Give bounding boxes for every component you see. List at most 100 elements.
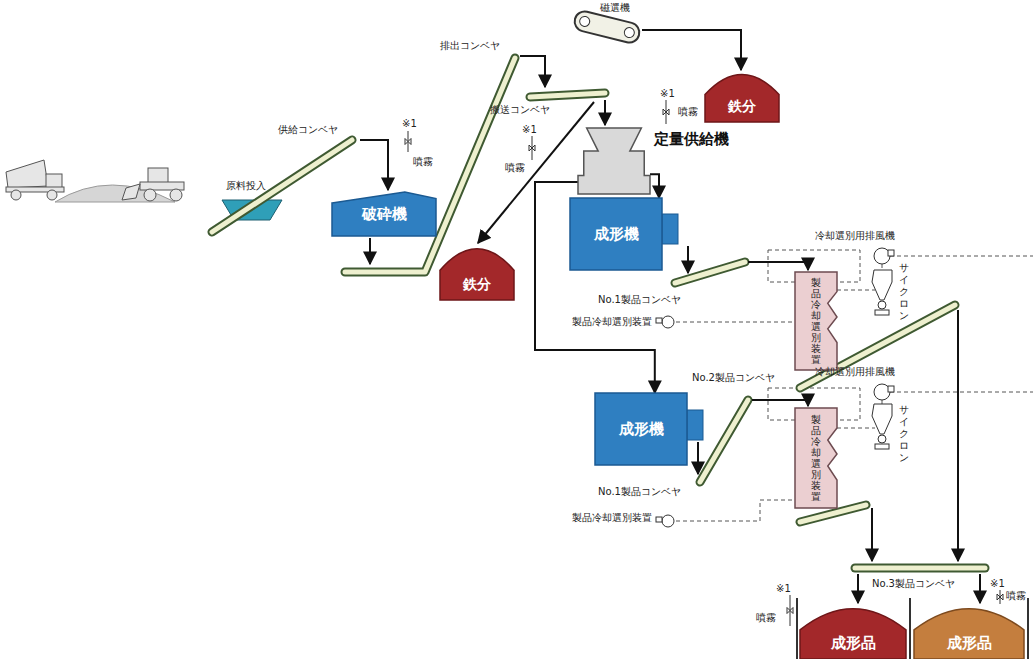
shape-fill (440, 249, 514, 300)
duct (676, 250, 1033, 521)
part-name: 製品冷却選別装置 (572, 316, 652, 328)
flow-arrow (697, 442, 699, 474)
spray-valve (787, 595, 793, 626)
flow-arrow (360, 140, 388, 190)
note: 噴霧 (678, 106, 698, 118)
part-name: 冷却選別用排風機 (815, 230, 895, 242)
belt-surface (675, 262, 745, 283)
cyclone (872, 270, 892, 449)
moulding-machine: 成形機 (570, 198, 662, 270)
conveyor-belt (212, 140, 352, 232)
callout-number: ※1 (990, 578, 1005, 590)
product-pile: 成形品 (800, 606, 906, 659)
callout-number: ※1 (522, 124, 537, 136)
shape-fill (914, 609, 1024, 659)
part-name: 磁選機 (600, 2, 630, 14)
flow-arrow (871, 508, 873, 561)
belt-surface (345, 58, 515, 272)
belt-edge (855, 564, 985, 573)
crusher-box: 破砕機 (332, 192, 436, 236)
valve-symbol (997, 594, 1003, 600)
note: 噴霧 (505, 162, 525, 174)
node-label: 成形品 (831, 634, 876, 653)
shape-fill (795, 272, 837, 370)
flow-arrow (748, 262, 808, 270)
node-heading: 定量供給機 (654, 130, 729, 149)
belt-edge (530, 93, 605, 97)
flow-arrow (957, 310, 959, 561)
moulding-machine: 成形機 (595, 393, 687, 465)
note: 噴霧 (413, 156, 433, 168)
shape-fill (705, 75, 779, 123)
wheel-loader (122, 168, 184, 201)
exhaust-fan (656, 248, 894, 527)
part-name: 排出コンベヤ (440, 40, 500, 52)
flow-arrow (979, 574, 981, 603)
node-label: 破砕機 (362, 205, 407, 224)
flow-arrow (687, 246, 689, 273)
flow-line (650, 174, 659, 198)
valve-symbol (787, 608, 793, 614)
node-label: 成形機 (619, 420, 664, 439)
cooler-column: 製品冷却選別装置 (795, 272, 837, 370)
shape-fill (795, 408, 837, 508)
bin-wall (797, 598, 1028, 659)
belt-edge (345, 58, 515, 272)
valve-symbol (405, 139, 411, 145)
shape-fill (578, 128, 650, 194)
cooler-column: 製品冷却選別装置 (795, 408, 837, 508)
belt-edge (675, 262, 745, 283)
callout-number: ※1 (402, 118, 417, 130)
node-label: 製品冷却選別装置 (811, 414, 821, 502)
callout-number: ※1 (660, 88, 675, 100)
flow-arrow (369, 238, 371, 264)
iron-pile: 鉄分 (705, 72, 779, 122)
node-label: 成形品 (947, 634, 992, 653)
note: 原料投入 (226, 180, 266, 192)
conveyor-belt (675, 262, 745, 283)
flow-arrow (857, 574, 859, 603)
part-name: 製品冷却選別装置 (572, 512, 652, 524)
conveyor-belt (855, 568, 985, 569)
belt-edge (700, 400, 748, 482)
spray-valve (529, 136, 535, 160)
flow-arrow (642, 30, 741, 70)
nozzle (662, 214, 678, 244)
part-name: サイクロン (899, 404, 909, 464)
iron-pile: 鉄分 (440, 246, 514, 300)
part-name: No.2製品コンベヤ (692, 372, 775, 384)
valve-symbol (663, 109, 669, 115)
node-label: 成形機 (594, 225, 639, 244)
note: 噴霧 (756, 612, 776, 624)
shape-fill (800, 609, 906, 659)
belt-surface (530, 93, 605, 97)
valve-symbol (529, 145, 535, 151)
conveyor-belt (345, 58, 515, 272)
spray-valve (997, 590, 1003, 604)
belt-surface (855, 566, 985, 571)
product-pile: 成形品 (914, 606, 1024, 659)
spray-valve (663, 100, 669, 124)
part-name: 搬送コンベヤ (490, 104, 550, 116)
shape-outline (705, 72, 779, 122)
node-label: 製品冷却選別装置 (811, 277, 821, 365)
part-name: No.1製品コンベヤ (598, 294, 681, 306)
part-name: No.3製品コンベヤ (872, 578, 955, 590)
part-name: No.1製品コンベヤ (598, 486, 681, 498)
part-name: サイクロン (899, 262, 909, 322)
conveyor-belt (700, 400, 748, 482)
shape-fill (595, 393, 687, 465)
feeder-box: 定量供給機 (578, 128, 650, 194)
shape-fill (332, 192, 436, 236)
part-name: 供給コンベヤ (278, 124, 338, 136)
belt-surface (700, 400, 748, 482)
node-label: 鉄分 (463, 276, 491, 294)
spray-valve (405, 131, 411, 152)
dump-truck (6, 160, 64, 200)
belt-edge (212, 140, 352, 232)
shape-outline (578, 128, 650, 194)
flow-arrow (520, 56, 545, 87)
